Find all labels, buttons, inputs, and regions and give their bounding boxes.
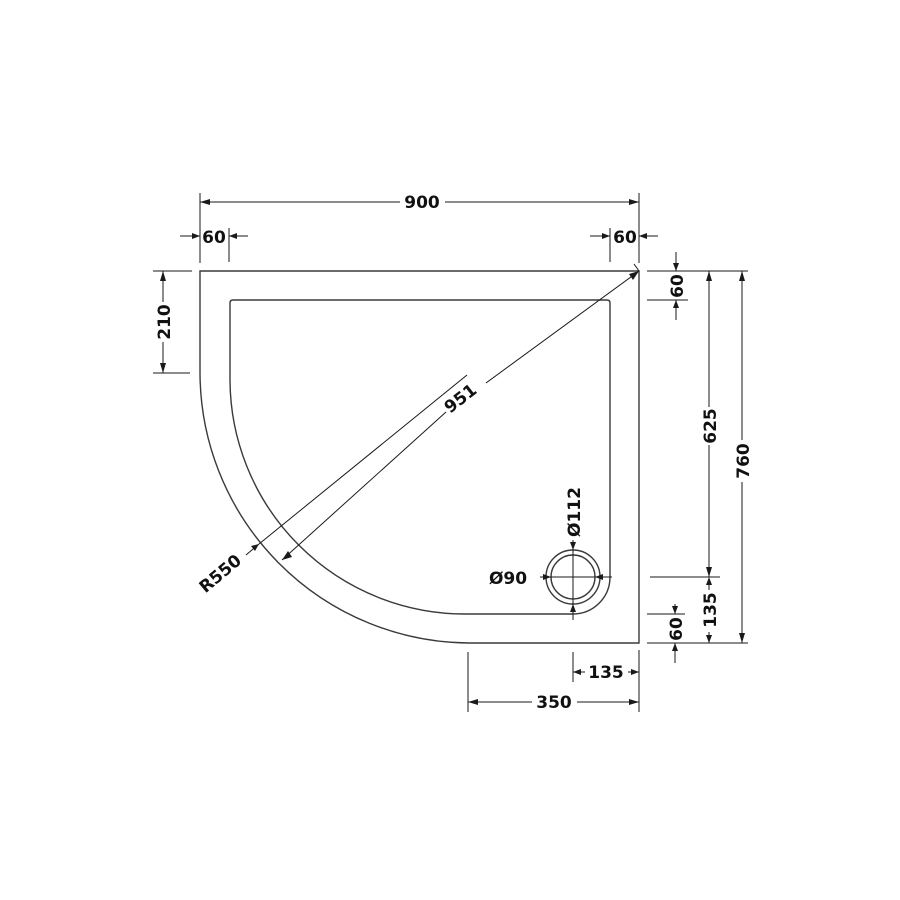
dim-waste-to-top: 625 bbox=[650, 271, 721, 578]
label-rim-top-left: 60 bbox=[202, 228, 226, 248]
label-left-straight: 210 bbox=[155, 304, 175, 340]
label-overall-depth: 760 bbox=[734, 443, 754, 479]
dim-bottom-straight: 350 bbox=[467, 652, 639, 713]
label-waste-to-right: 135 bbox=[588, 663, 624, 683]
label-rim-right-top: 60 bbox=[668, 274, 688, 298]
label-bottom-straight: 350 bbox=[536, 693, 572, 713]
label-rim-right-bottom: 60 bbox=[667, 617, 687, 641]
label-radius: R550 bbox=[196, 551, 246, 598]
tray-outer-outline bbox=[199, 270, 640, 644]
dim-radius: R550 bbox=[196, 374, 468, 598]
waste-outlet bbox=[540, 540, 612, 620]
dim-overall-width: 900 bbox=[199, 193, 640, 263]
dim-rim-right-top: 60 bbox=[647, 252, 748, 320]
label-waste-inner-diameter: Ø90 bbox=[489, 569, 527, 589]
label-waste-to-bottom: 135 bbox=[701, 592, 721, 628]
dim-rim-top-left: 60 bbox=[180, 228, 248, 262]
label-rim-top-right: 60 bbox=[613, 228, 637, 248]
label-diagonal: 951 bbox=[441, 380, 481, 418]
dim-left-straight: 210 bbox=[153, 270, 192, 374]
dim-rim-top-right: 60 bbox=[590, 228, 658, 262]
label-overall-width: 900 bbox=[404, 193, 440, 213]
label-waste-outer-diameter: Ø112 bbox=[565, 487, 585, 537]
tray-inner-outline bbox=[229, 299, 611, 615]
dim-rim-right-bottom: 60 bbox=[647, 604, 687, 663]
dim-overall-depth: 760 bbox=[647, 271, 754, 644]
dim-waste-to-bottom: 135 bbox=[701, 577, 721, 643]
dim-diagonal: 951 bbox=[281, 263, 640, 561]
dim-waste-to-right: 135 bbox=[572, 650, 640, 712]
label-waste-to-top: 625 bbox=[701, 408, 721, 444]
